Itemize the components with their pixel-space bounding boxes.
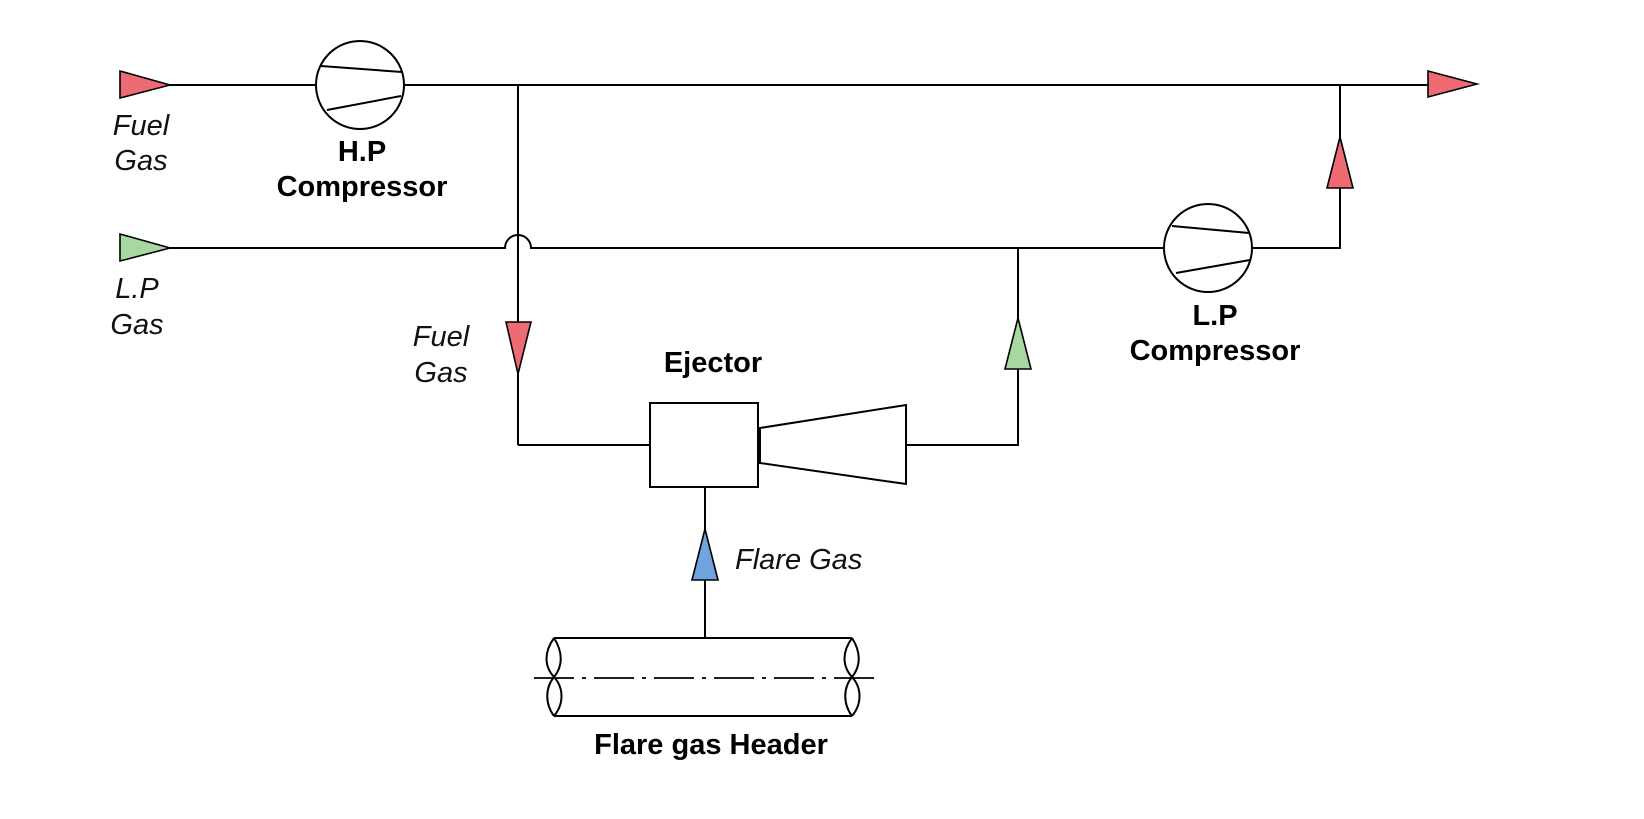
hp-compressor-symbol <box>315 40 405 130</box>
lp-gas-inlet-label-2: Gas <box>110 309 163 341</box>
ejector-symbol <box>649 402 907 488</box>
lp-compressor-discharge-pipe <box>1251 85 1341 249</box>
flare-gas-header-symbol <box>534 637 874 717</box>
lp-gas-line-pipe <box>168 234 1164 249</box>
flare-gas-label: Flare Gas <box>735 544 862 576</box>
lp-compressor-label-1: L.P <box>1192 300 1237 332</box>
fuel-gas-inlet-label-2: Gas <box>114 145 167 177</box>
outlet-arrow <box>1427 69 1481 99</box>
fuel-gas-branch-label-2: Gas <box>414 357 467 389</box>
lp-compressor-symbol <box>1163 203 1253 293</box>
hp-compressor-label-2: Compressor <box>277 171 448 203</box>
lp-compressor-label-2: Compressor <box>1130 335 1301 367</box>
lp-gas-inlet-arrow <box>119 232 174 263</box>
ejector-discharge-pipe <box>906 248 1019 446</box>
ejector-label: Ejector <box>664 347 762 379</box>
flare-gas-up-arrow <box>690 528 720 581</box>
fuel-gas-branch-label-1: Fuel <box>413 321 471 353</box>
fuel-gas-down-arrow <box>504 321 533 375</box>
fuel-gas-inlet-label-1: Fuel <box>113 110 171 142</box>
fuel-gas-inlet-arrow <box>119 69 174 100</box>
hp-compressor-label-1: H.P <box>338 136 386 168</box>
lp-gas-inlet-label-1: L.P <box>115 273 159 305</box>
flare-header-label: Flare gas Header <box>594 729 828 761</box>
lp-discharge-up-arrow <box>1325 136 1355 189</box>
ejector-discharge-up-arrow <box>1003 317 1033 370</box>
